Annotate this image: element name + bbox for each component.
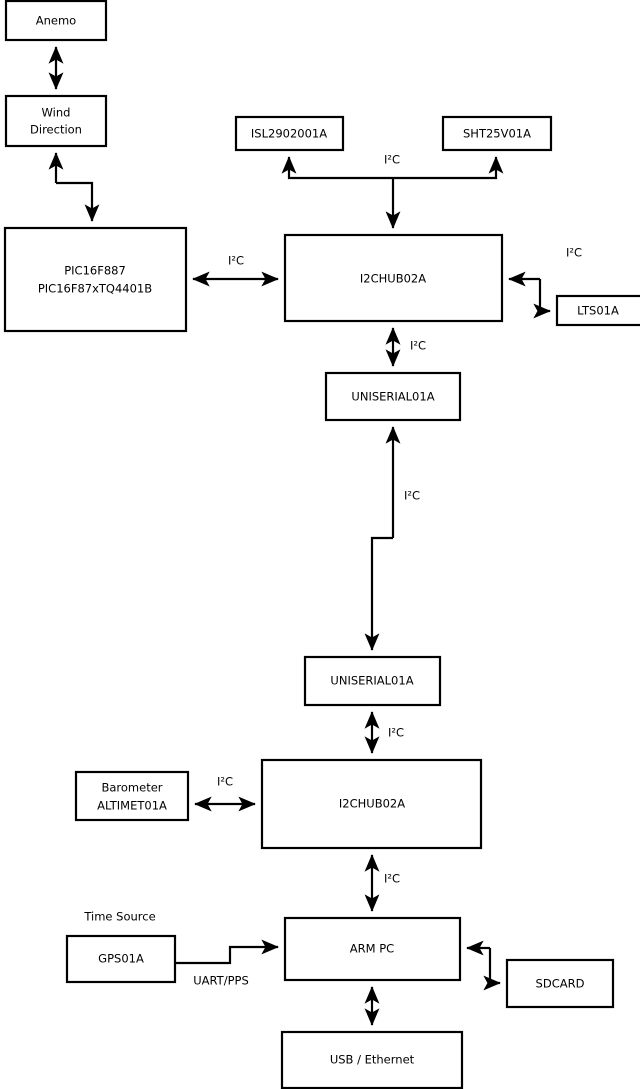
edge-label-i2c-pic: I²C: [228, 254, 244, 268]
node-wind-direction-label-line2: Direction: [30, 123, 82, 137]
node-anemo[interactable]: Anemo: [4, 0, 108, 42]
node-barometer-altimet01a[interactable]: Barometer ALTIMET01A: [74, 770, 190, 822]
node-wind-direction[interactable]: Wind Direction: [4, 94, 108, 148]
edge-uniserial-upper-uniserial-lower-down: [364, 536, 393, 651]
node-arm-pc[interactable]: ARM PC: [283, 916, 462, 982]
node-barometer-label-line1: Barometer: [101, 781, 162, 795]
node-usb-ethernet-label: USB / Ethernet: [330, 1053, 415, 1067]
node-i2chub02a-top-label: I2CHUB02A: [360, 272, 426, 286]
node-sht25v01a-label: SHT25V01A: [463, 127, 531, 141]
edge-wind-direction-pic-link: [56, 181, 100, 222]
edge-label-uart-pps: UART/PPS: [193, 974, 249, 988]
edges-layer: [48, 46, 551, 1026]
node-barometer-label-line2: ALTIMET01A: [97, 799, 167, 813]
node-sdcard[interactable]: SDCARD: [505, 958, 615, 1009]
node-lts01a-label: LTS01A: [577, 304, 619, 318]
node-wind-direction-label-line1: Wind: [42, 106, 71, 120]
edge-gps-armpc: [175, 939, 279, 965]
node-lts01a[interactable]: LTS01A: [555, 294, 640, 327]
node-anemo-label: Anemo: [36, 14, 76, 28]
node-sdcard-label: SDCARD: [536, 977, 585, 991]
node-isl2902001a-label: ISL2902001A: [251, 127, 327, 141]
edge-label-i2c-barometer: I²C: [217, 775, 233, 789]
node-i2chub02a-bottom-label: I2CHUB02A: [339, 797, 405, 811]
edge-i2chub-top-to-isl: [281, 156, 393, 180]
node-i2chub02a-top[interactable]: I2CHUB02A: [283, 233, 504, 323]
edge-label-i2c-uniserial-link: I²C: [404, 489, 420, 503]
node-sht25v01a[interactable]: SHT25V01A: [441, 115, 553, 152]
edge-i2chub-top-lts-out: [533, 279, 551, 319]
edge-label-i2c-top: I²C: [384, 153, 400, 167]
nodes-layer: Anemo Wind Direction PIC16F887 PIC16F87x…: [3, 0, 640, 1089]
node-uniserial01a-lower-label: UNISERIAL01A: [330, 674, 413, 688]
node-gps01a-label: GPS01A: [98, 952, 144, 966]
node-pic16f887[interactable]: PIC16F887 PIC16F87xTQ4401B: [3, 226, 188, 333]
node-pic16f887-label-line1: PIC16F887: [64, 264, 126, 278]
edge-armpc-sdcard-out: [483, 948, 501, 991]
node-uniserial01a-lower[interactable]: UNISERIAL01A: [303, 655, 442, 707]
node-usb-ethernet[interactable]: USB / Ethernet: [280, 1030, 464, 1089]
edge-label-i2c-uniserial-hub-bottom: I²C: [388, 726, 404, 740]
edge-label-i2c-hub-uniserial: I²C: [410, 339, 426, 353]
edge-label-i2c-lts: I²C: [566, 246, 582, 260]
node-gps01a[interactable]: GPS01A: [65, 934, 177, 984]
label-time-source: Time Source: [83, 910, 155, 924]
node-uniserial01a-upper-label: UNISERIAL01A: [351, 390, 434, 404]
node-i2chub02a-bottom[interactable]: I2CHUB02A: [260, 758, 483, 850]
edge-i2chub-top-to-sht: [393, 156, 504, 180]
free-labels-layer: Time Source: [83, 910, 155, 924]
node-pic16f887-label-line2: PIC16F87xTQ4401B: [38, 282, 152, 296]
edge-labels-layer: I²C I²C I²C I²C I²C I²C I²C I²C UART/PPS: [193, 153, 582, 988]
node-isl2902001a[interactable]: ISL2902001A: [234, 115, 345, 152]
node-uniserial01a-upper[interactable]: UNISERIAL01A: [324, 371, 462, 422]
node-arm-pc-label: ARM PC: [350, 942, 394, 956]
edge-label-i2c-hub-bottom-armpc: I²C: [384, 872, 400, 886]
